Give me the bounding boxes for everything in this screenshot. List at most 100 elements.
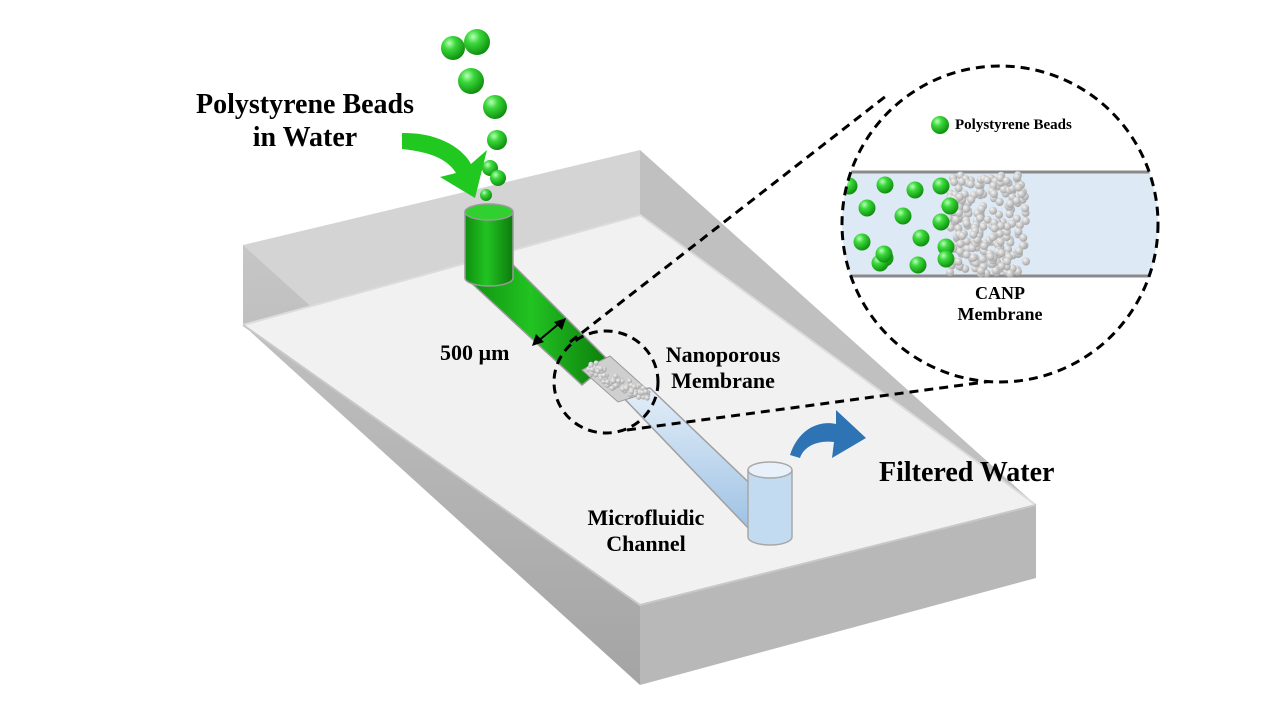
- canp-particle: [997, 249, 1006, 257]
- canp-particle: [1012, 214, 1021, 223]
- width-label: 500 µm: [440, 340, 510, 365]
- inset-bead: [912, 229, 930, 247]
- chip-front-face: [640, 505, 1036, 685]
- inset-bead: [909, 256, 927, 274]
- falling-bead: [464, 29, 490, 55]
- canp-particle: [952, 215, 961, 224]
- canp-particle: [995, 197, 1004, 206]
- inset-bead: [941, 197, 959, 215]
- canp-particle: [995, 210, 1003, 219]
- membrane-particle: [626, 378, 633, 384]
- microfluidic-channel-label: Microfluidic Channel: [587, 505, 705, 556]
- falling-bead: [483, 95, 507, 119]
- inset-bead: [932, 213, 950, 231]
- membrane-particle: [609, 385, 615, 391]
- canp-particle: [966, 180, 975, 189]
- canp-particle: [988, 233, 997, 242]
- membrane-particle: [613, 373, 619, 379]
- membrane-particle: [598, 365, 604, 372]
- inset-bead: [858, 199, 876, 217]
- canp-particle: [946, 223, 955, 232]
- canp-particle: [980, 242, 989, 250]
- canp-particle: [969, 253, 978, 262]
- canp-particle: [946, 268, 954, 277]
- legend-bead-icon: [931, 116, 949, 134]
- canp-particle: [1006, 199, 1015, 208]
- membrane-particle: [589, 367, 595, 373]
- membrane-particle: [628, 389, 635, 395]
- canp-particle: [976, 214, 984, 223]
- canp-particle: [1021, 204, 1030, 213]
- membrane-particle: [604, 379, 611, 385]
- canp-particle: [950, 178, 959, 187]
- canp-particle: [990, 224, 999, 233]
- canp-particle: [956, 240, 965, 248]
- falling-bead: [441, 36, 465, 60]
- canp-particle: [954, 257, 963, 266]
- canp-membrane-particles: [940, 171, 1030, 278]
- canp-particle: [962, 219, 971, 228]
- canp-particle: [1021, 217, 1030, 225]
- canp-particle: [975, 188, 984, 197]
- double-arrow-icon: [532, 318, 566, 346]
- feed-label: Polystyrene Beads in Water: [195, 89, 415, 154]
- inset-bead: [894, 207, 912, 225]
- canp-particle: [1014, 183, 1023, 192]
- inset-bead: [906, 181, 924, 199]
- canp-membrane-label: CANP Membrane: [957, 283, 1043, 325]
- membrane-highlight-circle: [552, 329, 660, 435]
- canp-particle: [1014, 227, 1023, 236]
- inset-green-beads: [842, 176, 959, 274]
- canp-particle: [1015, 246, 1023, 255]
- zoom-connector-lines: [569, 94, 1001, 432]
- canp-particle: [955, 209, 964, 217]
- canp-particle: [969, 230, 978, 239]
- inset-bead: [853, 233, 871, 251]
- membrane-particle: [613, 382, 619, 389]
- membrane-particle: [643, 389, 649, 395]
- membrane-particle: [636, 394, 642, 400]
- inset-bead: [937, 250, 955, 268]
- inset-bead: [932, 177, 950, 195]
- canp-particle: [983, 215, 992, 224]
- falling-bead: [480, 189, 492, 201]
- canp-particle: [1022, 257, 1030, 266]
- canp-particle: [954, 224, 963, 233]
- legend-label: Polystyrene Beads: [955, 117, 1072, 133]
- canp-particle: [983, 176, 992, 185]
- canp-particle: [1003, 222, 1012, 231]
- canp-particle: [962, 237, 971, 246]
- inset-bead: [875, 245, 893, 263]
- canp-particle: [962, 205, 971, 213]
- zoom-inset: [840, 64, 1160, 384]
- canp-particle: [955, 193, 964, 201]
- canp-particle: [958, 232, 967, 240]
- feed-channel: [464, 203, 612, 386]
- curved-arrow-green-icon: [402, 132, 487, 198]
- membrane-particle: [593, 360, 599, 366]
- canp-particle: [979, 222, 988, 231]
- membrane-particle: [588, 363, 594, 369]
- nanoporous-membrane-segment: [581, 355, 651, 403]
- canp-particle: [990, 190, 998, 198]
- chip-back-face: [243, 150, 640, 325]
- canp-particle: [967, 195, 976, 204]
- canp-particle: [1002, 176, 1011, 185]
- membrane-particle: [632, 391, 638, 397]
- canp-particle: [989, 206, 997, 215]
- canp-particle: [962, 250, 971, 259]
- canp-particle: [1013, 173, 1022, 182]
- canp-particle: [996, 174, 1005, 182]
- canp-particle: [976, 266, 985, 275]
- membrane-particle: [644, 395, 650, 401]
- canp-particle: [957, 177, 966, 186]
- canp-particle: [1017, 190, 1026, 199]
- canp-particle: [996, 237, 1005, 246]
- canp-particle: [1015, 221, 1024, 230]
- inset-bead: [937, 238, 955, 256]
- canp-particle: [996, 221, 1005, 230]
- canp-particle: [1008, 184, 1017, 193]
- curved-arrow-blue-icon: [790, 410, 866, 458]
- canp-particle: [1005, 210, 1014, 219]
